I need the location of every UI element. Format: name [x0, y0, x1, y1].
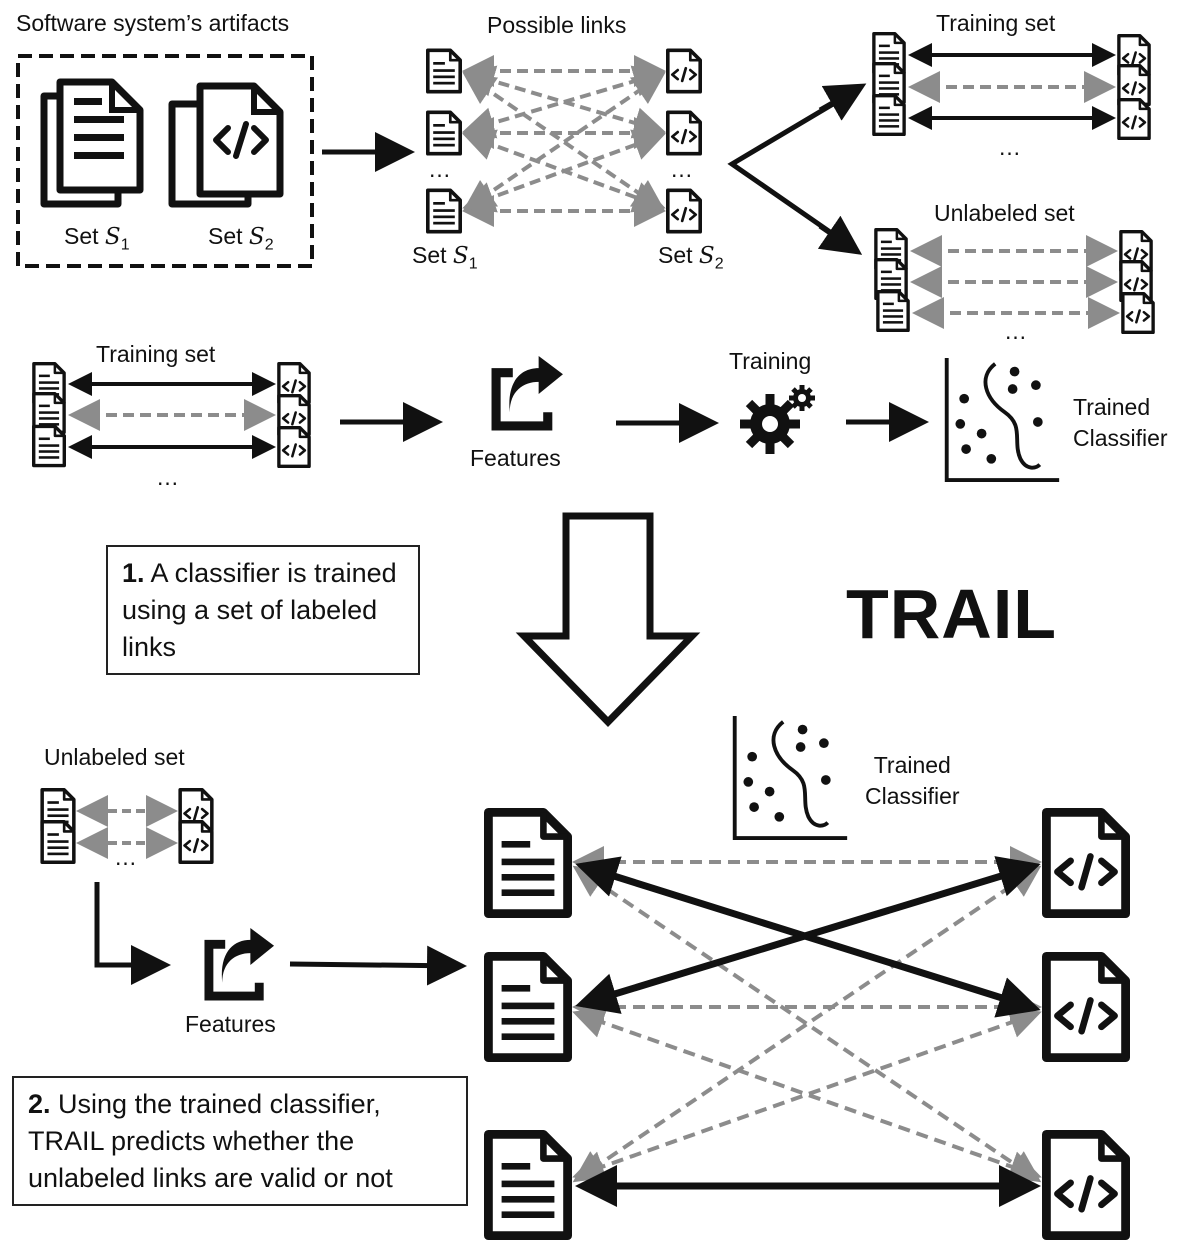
step2-note: 2. Using the trained classifier, TRAIL p… — [12, 1076, 468, 1206]
set-sub: 2 — [264, 236, 274, 254]
document-icon — [426, 188, 462, 234]
trained-classifier-label: Trained Classifier — [865, 750, 960, 812]
ellipsis: … — [1004, 318, 1027, 344]
step2-text: Using the trained classifier, TRAIL pred… — [28, 1089, 393, 1193]
trained-classifier-line2: Classifier — [1073, 425, 1168, 451]
set-var: S — [452, 243, 469, 269]
set-s1-label: Set S1 — [64, 225, 130, 254]
document-icon — [872, 94, 906, 136]
code-file-icon — [666, 188, 702, 234]
code-file-icon — [178, 820, 214, 864]
big-down-arrow — [515, 512, 701, 728]
set-word: Set — [64, 223, 99, 249]
unlabeled-set-title: Unlabeled set — [44, 744, 185, 770]
split-arrow — [727, 85, 862, 253]
code-file-icon — [666, 48, 702, 94]
trained-classifier-line2: Classifier — [865, 783, 960, 809]
set-var: S — [698, 243, 715, 269]
ellipsis: … — [114, 844, 137, 870]
set-s2-label: Set S2 — [658, 244, 724, 273]
code-file-stack-icon — [168, 82, 284, 208]
training-set-title: Training set — [96, 341, 216, 367]
trained-classifier-line1: Trained — [1073, 394, 1151, 420]
ellipsis: … — [670, 156, 693, 182]
ellipsis: … — [428, 156, 451, 182]
document-icon — [876, 290, 910, 332]
ellipsis: … — [998, 134, 1021, 160]
set-s2-label: Set S2 — [208, 225, 274, 254]
trained-classifier-line1: Trained — [873, 752, 951, 778]
trained-classifier-label: Trained Classifier — [1073, 392, 1168, 454]
set-s1-label: Set S1 — [412, 244, 478, 273]
document-icon — [488, 956, 567, 1057]
arrow-features-to-prediction — [289, 945, 467, 986]
predicted-valid-links — [575, 856, 1041, 1207]
document-stack-icon — [40, 78, 144, 208]
document-icon — [488, 1134, 567, 1235]
unlabeled-set-title: Unlabeled set — [934, 200, 1075, 226]
document-icon — [488, 812, 567, 913]
arrow-unlabeled-to-features — [94, 882, 171, 985]
step1-note: 1. A classifier is trained using a set o… — [106, 545, 420, 675]
gears-icon — [740, 385, 815, 454]
document-icon — [40, 820, 76, 864]
features-label: Features — [185, 1011, 276, 1037]
code-file-icon — [1121, 292, 1155, 334]
features-label: Features — [470, 445, 561, 471]
trail-title: TRAIL — [846, 575, 1058, 653]
set-sub: 1 — [468, 255, 478, 273]
document-icon — [426, 48, 462, 94]
set-word: Set — [658, 242, 693, 268]
set-var: S — [248, 224, 265, 250]
features-share-icon — [496, 356, 563, 426]
training-set-title: Training set — [936, 10, 1056, 36]
set-word: Set — [412, 242, 447, 268]
step1-number: 1. — [122, 558, 145, 588]
code-file-icon — [666, 110, 702, 156]
step2-number: 2. — [28, 1089, 51, 1119]
document-icon — [426, 110, 462, 156]
code-file-icon — [277, 426, 311, 468]
possible-links-title: Possible links — [487, 12, 627, 38]
step1-text: A classifier is trained using a set of l… — [122, 558, 397, 662]
training-label: Training — [729, 348, 812, 374]
possible-links-lines — [462, 55, 666, 227]
set-word: Set — [208, 223, 243, 249]
code-file-icon — [1046, 956, 1125, 1057]
artifacts-title: Software system’s artifacts — [16, 10, 290, 36]
ellipsis: … — [156, 464, 179, 490]
set-sub: 2 — [714, 255, 724, 273]
set-var: S — [104, 224, 121, 250]
predicted-invalid-links — [572, 846, 1042, 1183]
artifacts-box — [16, 54, 314, 268]
classifier-plot-icon — [947, 358, 1059, 480]
document-icon — [32, 424, 66, 468]
code-file-icon — [1046, 812, 1125, 913]
code-file-icon — [1046, 1134, 1125, 1235]
code-file-icon — [1117, 98, 1151, 140]
features-share-icon — [209, 928, 274, 996]
set-sub: 1 — [120, 236, 130, 254]
classifier-plot-icon — [735, 716, 847, 838]
